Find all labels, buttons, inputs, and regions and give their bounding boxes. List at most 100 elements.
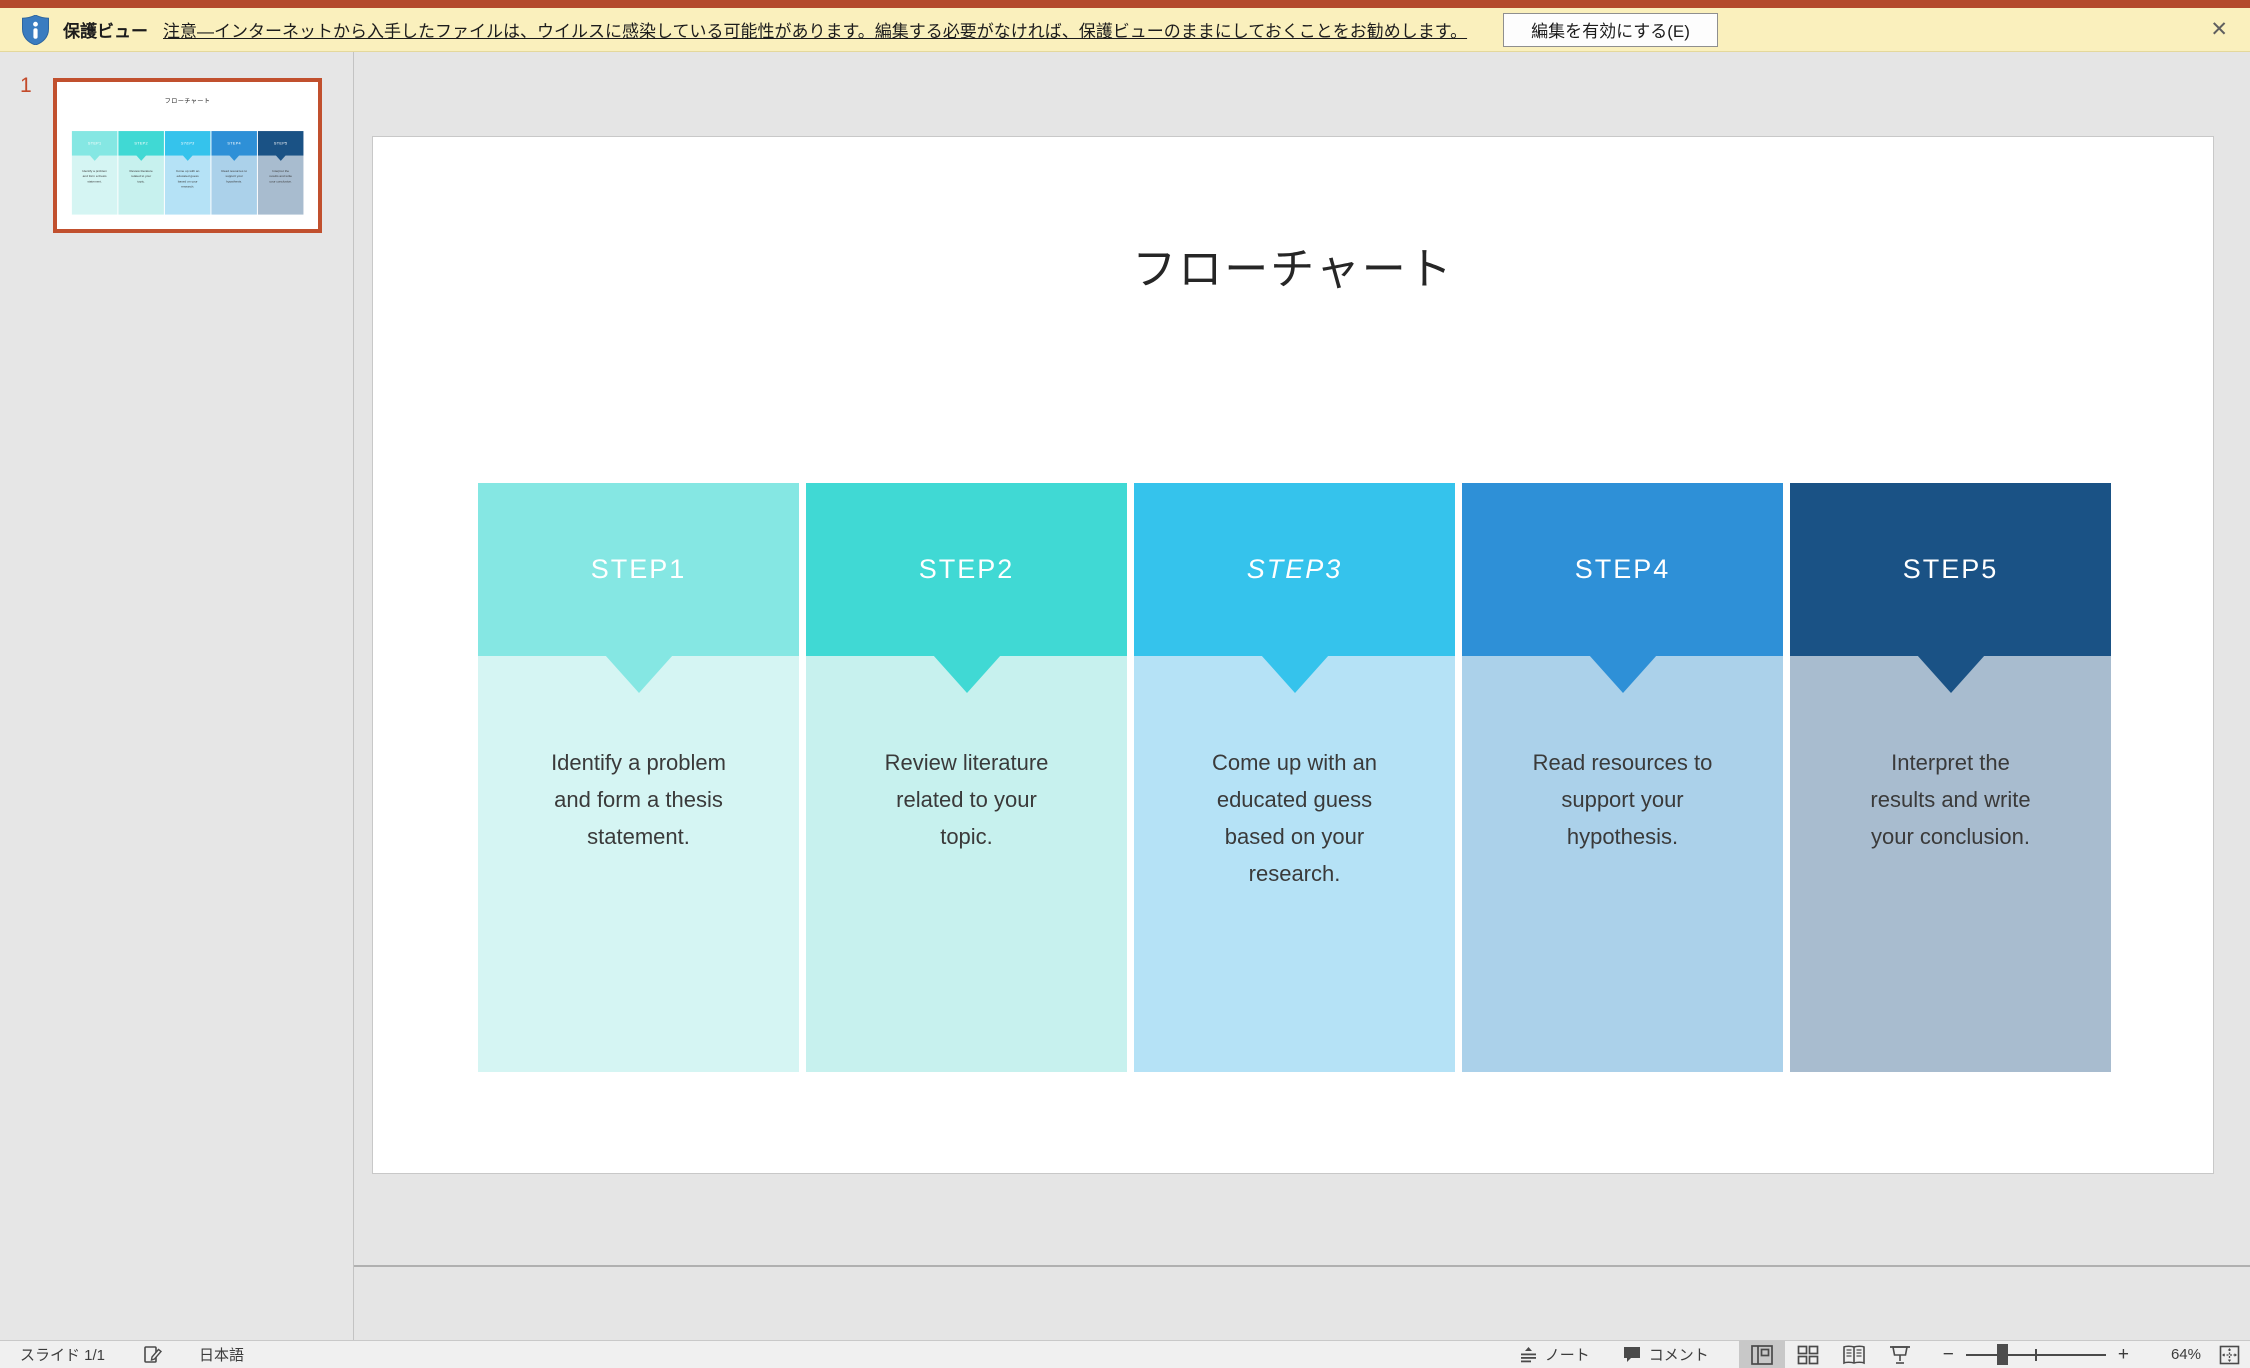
- notes-label: ノート: [1544, 1347, 1590, 1364]
- protected-view-message-link[interactable]: 注意—インターネットから入手したファイルは、ウイルスに感染している可能性がありま…: [163, 22, 1468, 41]
- step-label: STEP5: [273, 141, 288, 146]
- step-arrow-down-icon: [275, 155, 286, 161]
- step-body: Come up with an educated guess based on …: [164, 155, 211, 215]
- step-text: Review literature related to your topic.: [884, 750, 1049, 849]
- slide-counter[interactable]: スライド 1/1: [20, 1347, 106, 1364]
- normal-view-icon: [1750, 1344, 1773, 1365]
- comments-icon: [1622, 1345, 1642, 1364]
- language-indicator[interactable]: 日本語: [199, 1347, 245, 1364]
- thumbnail-slide-number: 1: [20, 74, 32, 97]
- step-arrow-down-icon: [136, 155, 146, 161]
- step-label: STEP2: [134, 141, 148, 146]
- step-label: STEP3: [1246, 554, 1343, 584]
- step-label: STEP4: [1574, 554, 1671, 584]
- step-body: Come up with an educated guess based on …: [1134, 656, 1455, 1072]
- step-body: Read resources to support your hypothesi…: [1462, 656, 1783, 1072]
- slide-sorter-view-button[interactable]: [1785, 1341, 1831, 1368]
- step-label: STEP1: [87, 141, 102, 146]
- step-header: STEP1: [71, 131, 118, 161]
- view-switcher: [1738, 1341, 1923, 1368]
- step-body: Identify a problem and form a thesis sta…: [71, 155, 118, 215]
- step-header: STEP2: [118, 131, 164, 161]
- step-label: STEP4: [227, 141, 241, 146]
- slide-title[interactable]: フローチャート: [164, 97, 211, 105]
- shield-info-icon: [22, 14, 49, 45]
- step-text: Come up with an educated guess based on …: [175, 168, 200, 189]
- step-body: Identify a problem and form a thesis sta…: [478, 656, 799, 1072]
- reading-view-button[interactable]: [1831, 1341, 1877, 1368]
- zoom-out-button[interactable]: −: [1942, 1343, 1954, 1365]
- step-arrow-down-icon: [1588, 655, 1657, 693]
- close-icon[interactable]: ✕: [2210, 18, 2228, 41]
- step-header: STEP1: [478, 483, 799, 693]
- step-text: Read resources to support your hypothesi…: [1532, 750, 1713, 849]
- normal-view-button[interactable]: [1738, 1341, 1785, 1368]
- step-label: STEP3: [180, 141, 195, 146]
- comments-toggle[interactable]: コメント: [1622, 1344, 1709, 1365]
- step-label: STEP1: [590, 554, 687, 584]
- step-body: Read resources to support your hypothesi…: [211, 155, 257, 215]
- step-text: Read resources to support your hypothesi…: [221, 168, 247, 183]
- slide-sorter-icon: [1797, 1345, 1819, 1364]
- step-text: Come up with an educated guess based on …: [1211, 750, 1378, 886]
- spellcheck-icon[interactable]: [143, 1345, 163, 1364]
- zoom-slider-center-tick: [2034, 1349, 2037, 1361]
- step-text: Interpret the results and write your con…: [1870, 750, 2031, 849]
- notes-toggle[interactable]: ノート: [1519, 1344, 1590, 1365]
- step-label: STEP5: [1902, 554, 1999, 584]
- step-header: STEP3: [164, 131, 211, 161]
- fit-to-window-icon[interactable]: [2219, 1345, 2240, 1365]
- step-body: Interpret the results and write your con…: [257, 155, 304, 215]
- step-text: Review literature related to your topic.: [129, 168, 153, 183]
- zoom-level[interactable]: 64%: [2170, 1346, 2201, 1363]
- step-body: Interpret the results and write your con…: [1790, 656, 2111, 1072]
- step-header: STEP5: [1790, 483, 2111, 693]
- step-header: STEP4: [1462, 483, 1783, 693]
- step-header: STEP4: [211, 131, 257, 161]
- slide-title[interactable]: フローチャート: [1132, 244, 1454, 295]
- status-bar-right: ノート コメント: [1519, 1341, 2240, 1368]
- reading-view-icon: [1842, 1344, 1865, 1364]
- protected-view-label: 保護ビュー: [63, 22, 148, 41]
- notes-pane-splitter[interactable]: [354, 1265, 2250, 1267]
- step-arrow-down-icon: [932, 655, 1001, 693]
- zoom-slider-handle[interactable]: [1996, 1344, 2008, 1365]
- slideshow-icon: [1889, 1345, 1910, 1364]
- slideshow-view-button[interactable]: [1877, 1341, 1923, 1368]
- step-arrow-down-icon: [1260, 655, 1329, 693]
- step-header: STEP5: [257, 131, 304, 161]
- step-header: STEP2: [806, 483, 1127, 693]
- enable-editing-button[interactable]: 編集を有効にする(E): [1503, 12, 1718, 47]
- step-arrow-down-icon: [604, 655, 673, 693]
- comments-label: コメント: [1648, 1347, 1709, 1364]
- step-arrow-down-icon: [1916, 655, 1985, 693]
- step-text: Identify a problem and form a thesis sta…: [82, 168, 108, 183]
- protected-view-bar: 保護ビュー 注意—インターネットから入手したファイルは、ウイルスに感染している可…: [0, 8, 2250, 52]
- step-text: Interpret the results and write your con…: [269, 168, 293, 183]
- step-arrow-down-icon: [182, 155, 193, 161]
- step-label: STEP2: [918, 554, 1015, 584]
- zoom-slider[interactable]: [1965, 1341, 2106, 1368]
- zoom-in-button[interactable]: +: [2117, 1343, 2129, 1365]
- step-text: Identify a problem and form a thesis sta…: [551, 750, 726, 849]
